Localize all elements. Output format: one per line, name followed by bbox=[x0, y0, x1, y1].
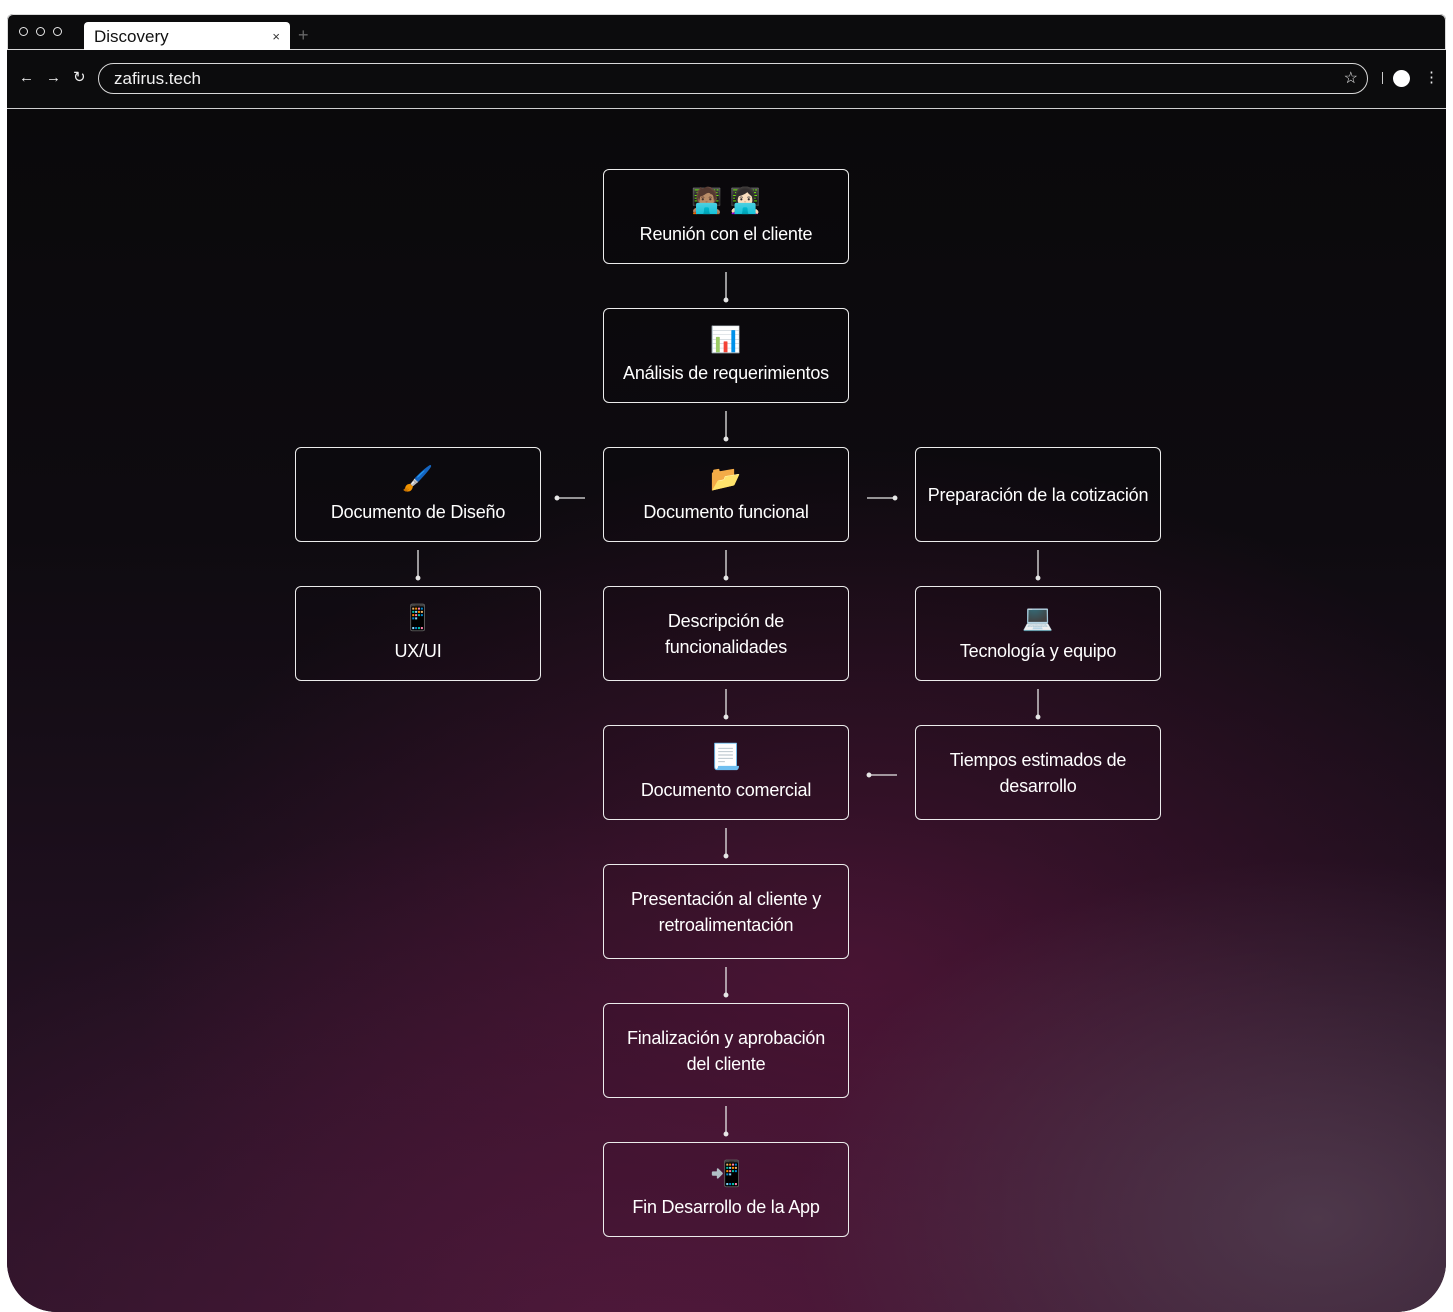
toolbar-divider-line bbox=[7, 108, 1446, 109]
mobile-phone-icon: 📱 bbox=[402, 603, 434, 632]
bar-chart-icon: 📊 bbox=[710, 325, 742, 354]
node-label: UX/UI bbox=[394, 640, 442, 661]
node-documento-comercial: 📃 Documento comercial bbox=[603, 725, 849, 820]
page-content: 🧑🏽‍💻 👩🏻‍💻 Reunión con el cliente 📊 Análi… bbox=[7, 109, 1446, 1312]
url-text[interactable]: zafirus.tech bbox=[114, 69, 201, 88]
page-curl-icon: 📃 bbox=[710, 742, 742, 771]
node-cotizacion: Preparación de la cotización bbox=[915, 447, 1161, 542]
node-label: Reunión con el cliente bbox=[639, 223, 813, 244]
node-label: Documento comercial bbox=[640, 779, 812, 800]
tab-close-icon[interactable]: × bbox=[272, 29, 280, 44]
node-reunion: 🧑🏽‍💻 👩🏻‍💻 Reunión con el cliente bbox=[603, 169, 849, 264]
node-label: Presentación al cliente y retroalimentac… bbox=[630, 888, 822, 935]
forward-button[interactable]: → bbox=[46, 69, 61, 86]
node-label: Análisis de requerimientos bbox=[623, 362, 829, 383]
window-maximize-dot[interactable] bbox=[53, 27, 62, 36]
node-label: Finalización y aprobación del cliente bbox=[626, 1027, 826, 1074]
profile-avatar[interactable] bbox=[1393, 70, 1410, 87]
node-analisis: 📊 Análisis de requerimientos bbox=[603, 308, 849, 403]
mobile-arrow-icon: 📲 bbox=[710, 1159, 742, 1188]
node-label: Tiempos estimados de desarrollo bbox=[949, 749, 1127, 796]
node-tecnologia: 💻 Tecnología y equipo bbox=[915, 586, 1161, 681]
node-fin-desarrollo: 📲 Fin Desarrollo de la App bbox=[603, 1142, 849, 1237]
node-label: Documento funcional bbox=[643, 501, 809, 522]
browser-toolbar: ← → ↻ zafirus.tech ☆ ⋮ bbox=[7, 50, 1446, 108]
window-close-dot[interactable] bbox=[19, 27, 28, 36]
node-finalizacion: Finalización y aprobación del cliente bbox=[603, 1003, 849, 1098]
node-documento-funcional: 📂 Documento funcional bbox=[603, 447, 849, 542]
tab-discovery[interactable]: Discovery × bbox=[84, 22, 290, 51]
tab-strip: Discovery × + bbox=[7, 14, 1446, 51]
laptop-icon: 💻 bbox=[1022, 603, 1054, 632]
node-label: Preparación de la cotización bbox=[927, 484, 1149, 505]
node-tiempos: Tiempos estimados de desarrollo bbox=[915, 725, 1161, 820]
node-label: Descripción de funcionalidades bbox=[664, 610, 788, 657]
node-uxui: 📱 UX/UI bbox=[295, 586, 541, 681]
node-documento-diseno: 🖌️ Documento de Diseño bbox=[295, 447, 541, 542]
browser-menu-icon[interactable]: ⋮ bbox=[1424, 69, 1439, 86]
flow-connectors bbox=[415, 272, 1041, 1137]
paintbrush-icon: 🖌️ bbox=[402, 464, 434, 493]
node-descripcion: Descripción de funcionalidades bbox=[603, 586, 849, 681]
bookmark-star-icon[interactable]: ☆ bbox=[1343, 70, 1358, 87]
browser-window: Discovery × + ← → ↻ zafirus.tech ☆ ⋮ bbox=[7, 14, 1446, 1312]
reload-button[interactable]: ↻ bbox=[73, 69, 86, 86]
back-button[interactable]: ← bbox=[19, 69, 34, 86]
people-laptop-icon: 🧑🏽‍💻 👩🏻‍💻 bbox=[691, 186, 761, 215]
window-minimize-dot[interactable] bbox=[36, 27, 45, 36]
new-tab-button[interactable]: + bbox=[298, 25, 309, 45]
tab-title: Discovery bbox=[94, 27, 169, 46]
node-label: Documento de Diseño bbox=[330, 501, 506, 522]
folder-icon: 📂 bbox=[710, 464, 742, 493]
address-bar[interactable]: zafirus.tech ☆ bbox=[98, 63, 1368, 94]
node-presentacion: Presentación al cliente y retroalimentac… bbox=[603, 864, 849, 959]
node-label: Tecnología y equipo bbox=[959, 640, 1117, 661]
node-label: Fin Desarrollo de la App bbox=[632, 1196, 820, 1217]
toolbar-divider bbox=[1382, 72, 1383, 84]
